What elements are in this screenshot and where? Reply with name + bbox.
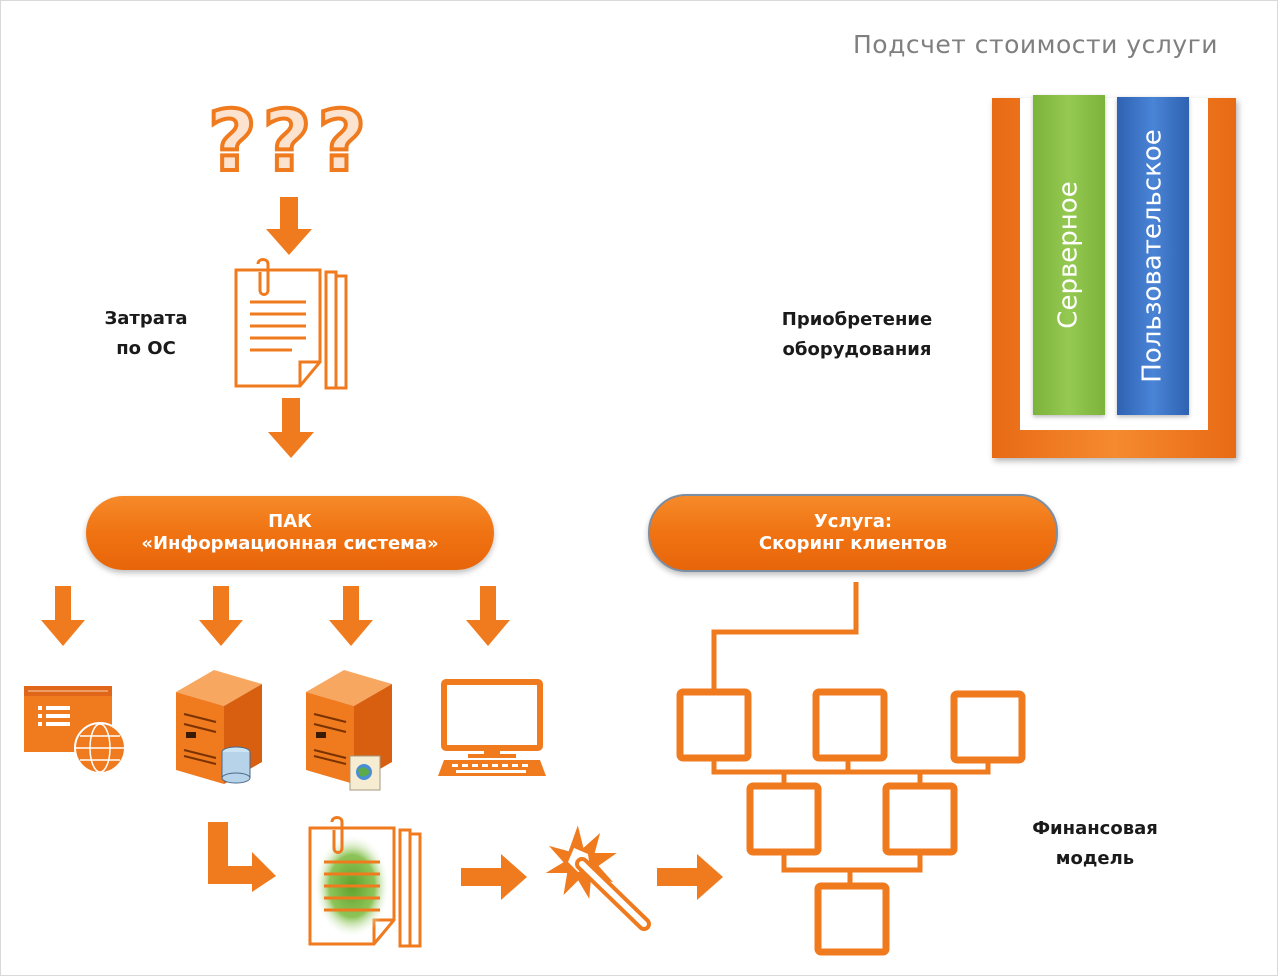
question-marks: ??? xyxy=(206,90,372,192)
cost-label-line1: Затрата xyxy=(104,308,188,329)
model-node xyxy=(746,782,822,856)
finance-label-line1: Финансовая xyxy=(1032,818,1158,839)
workstation-icon xyxy=(438,679,546,776)
right-arrow-icon xyxy=(657,854,723,900)
cost-label-line2: по ОС xyxy=(116,338,176,359)
down-arrow-icon xyxy=(41,586,85,646)
database-server-icon xyxy=(176,670,262,784)
down-arrow-icon xyxy=(466,586,510,646)
document-icon xyxy=(234,258,348,390)
service-pill: Услуга: Скоринг клиентов xyxy=(648,494,1058,572)
model-node xyxy=(882,782,958,856)
down-arrow-icon xyxy=(266,197,312,255)
down-arrow-icon xyxy=(268,398,314,458)
turn-right-arrow-icon xyxy=(208,822,276,892)
server-equipment-label: Серверное xyxy=(1054,181,1085,329)
model-node xyxy=(950,690,1026,764)
acquire-label: Приобретение оборудования xyxy=(752,305,962,365)
page-title: Подсчет стоимости услуги xyxy=(853,30,1218,59)
acquire-label-line2: оборудования xyxy=(782,339,932,360)
pak-pill: ПАК «Информационная система» xyxy=(86,496,494,570)
service-pill-line2: Скоринг клиентов xyxy=(758,533,948,554)
pak-pill-line2: «Информационная система» xyxy=(141,533,439,554)
model-node xyxy=(676,688,752,762)
financial-model-tree xyxy=(676,582,1026,956)
service-pill-line1: Услуга: xyxy=(813,511,893,532)
server-equipment-bar: Серверное xyxy=(1033,95,1105,415)
magic-wand-icon xyxy=(538,818,651,931)
web-application-icon xyxy=(24,686,126,774)
down-arrow-icon xyxy=(329,586,373,646)
model-node xyxy=(814,882,890,956)
finance-label: Финансовая модель xyxy=(1010,814,1180,874)
web-server-icon xyxy=(306,670,392,791)
question-marks-text: ??? xyxy=(208,92,372,190)
finance-label-line2: модель xyxy=(1055,848,1135,869)
down-arrow-icon xyxy=(199,586,243,646)
right-arrow-icon xyxy=(461,854,527,900)
cost-label: Затрата по ОС xyxy=(90,304,202,364)
pak-pill-line1: ПАК xyxy=(268,511,312,532)
acquire-label-line1: Приобретение xyxy=(781,309,933,330)
user-equipment-label: Пользовательское xyxy=(1138,129,1168,383)
processed-document-icon xyxy=(308,816,422,948)
user-equipment-bar: Пользовательское xyxy=(1117,97,1189,415)
model-node xyxy=(812,688,888,762)
